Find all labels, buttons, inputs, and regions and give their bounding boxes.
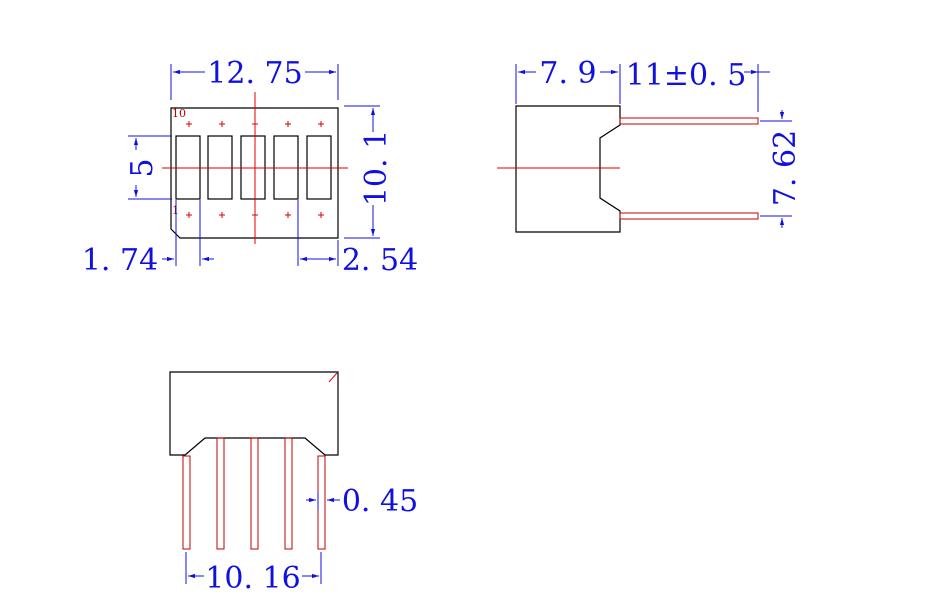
dim-lead-spacing-label: 7. 62 [768, 130, 803, 206]
dim-pitch [297, 200, 339, 266]
dim-width-label: 12. 75 [207, 56, 302, 91]
side-lead-top [619, 117, 759, 125]
dim-segment-width-label: 1. 74 [82, 243, 158, 278]
dim-lead-length-label: 11±0. 5 [626, 58, 747, 93]
side-view: 7. 9 11±0. 5 7. 62 [497, 56, 803, 233]
dim-lead-length [744, 64, 770, 112]
side-lead-bottom [619, 212, 759, 220]
front-body-outline [170, 107, 339, 239]
dim-lead-span [185, 552, 322, 584]
dim-width [170, 64, 339, 100]
dim-pitch-label: 2. 54 [342, 243, 418, 278]
side-body-outline [515, 105, 621, 233]
pin-label-10: 10 [172, 107, 186, 120]
dim-segment-height [128, 135, 172, 200]
bottom-lead [216, 437, 225, 550]
bottom-corner-mark [328, 372, 338, 383]
front-view: 10 1 12. 75 10. 1 5 [82, 56, 418, 278]
bottom-lead [250, 437, 259, 550]
pin-marks-top [186, 121, 324, 127]
dim-body-depth [515, 64, 621, 104]
bottom-lead [182, 455, 191, 550]
dim-segment-width [162, 200, 214, 266]
bottom-body-outline [169, 371, 339, 456]
dim-segment-height-label: 5 [125, 158, 160, 177]
pin-marks-bottom [186, 212, 324, 218]
dim-height-label: 10. 1 [359, 130, 394, 206]
dim-height [344, 105, 380, 239]
dim-body-depth-label: 7. 9 [539, 56, 596, 91]
dim-lead-span-label: 10. 16 [205, 561, 300, 596]
dim-lead-spacing [760, 110, 792, 228]
bottom-lead [317, 455, 326, 550]
bottom-lead [284, 437, 293, 550]
dim-lead-width [306, 492, 340, 510]
bottom-view: 0. 45 10. 16 [169, 371, 418, 596]
dim-lead-width-label: 0. 45 [342, 484, 418, 519]
